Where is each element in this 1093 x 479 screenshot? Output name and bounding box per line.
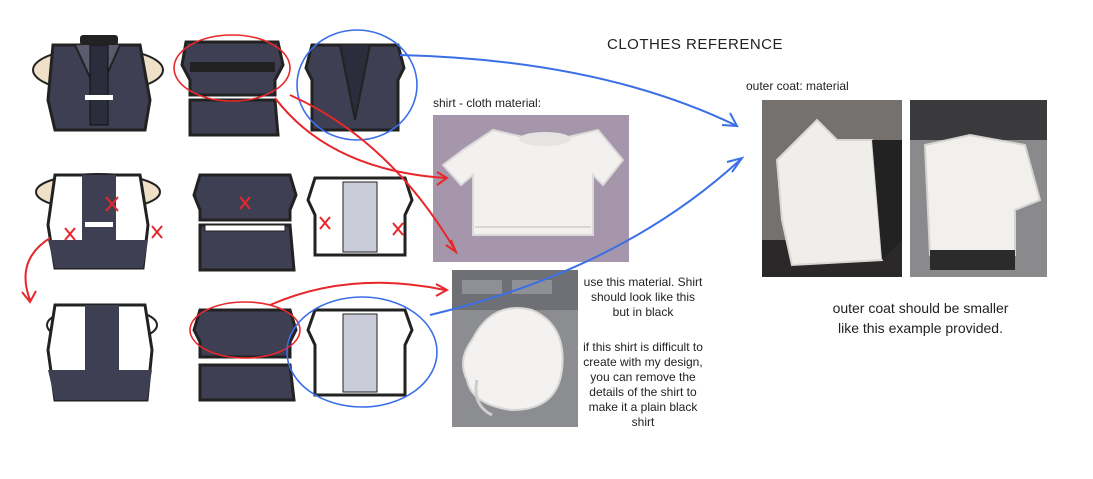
blue-arrows xyxy=(399,54,745,316)
outfit-white-coat-row3 xyxy=(46,303,158,402)
coat-dark xyxy=(304,43,406,132)
red-circle-shirt-top xyxy=(173,34,291,102)
blue-circle-coat-row3 xyxy=(286,296,438,408)
shirt-material-label: shirt - cloth material: xyxy=(433,96,542,110)
blue-circle-coat-top xyxy=(296,29,418,141)
shirt-note-2: if this shirt is difficult to create wit… xyxy=(583,340,703,429)
shirt-photo xyxy=(433,115,629,262)
coat-note: outer coat should be smaller like this e… xyxy=(832,300,1009,336)
outfit-dark-full xyxy=(32,35,164,132)
red-arrows xyxy=(21,94,459,306)
shirt-dark-top xyxy=(180,40,285,137)
outfit-white-coat xyxy=(35,173,161,270)
outer-coat-photo-2 xyxy=(910,100,1047,277)
shirt-dark-row2 xyxy=(192,173,298,272)
page-title: CLOTHES REFERENCE xyxy=(606,36,784,53)
red-circle-shirt-row3 xyxy=(189,301,301,359)
shirt-note-1: use this material. Shirt should look lik… xyxy=(583,275,703,319)
coat-white-row3 xyxy=(306,308,414,397)
shirt-dark-row3 xyxy=(192,308,298,402)
outer-coat-photo-1 xyxy=(762,100,902,277)
outer-coat-material-label: outer coat: material xyxy=(746,79,849,93)
coat-white-row2 xyxy=(306,176,414,257)
shirt-fabric-photo xyxy=(452,270,578,427)
red-x-marks xyxy=(64,196,404,241)
